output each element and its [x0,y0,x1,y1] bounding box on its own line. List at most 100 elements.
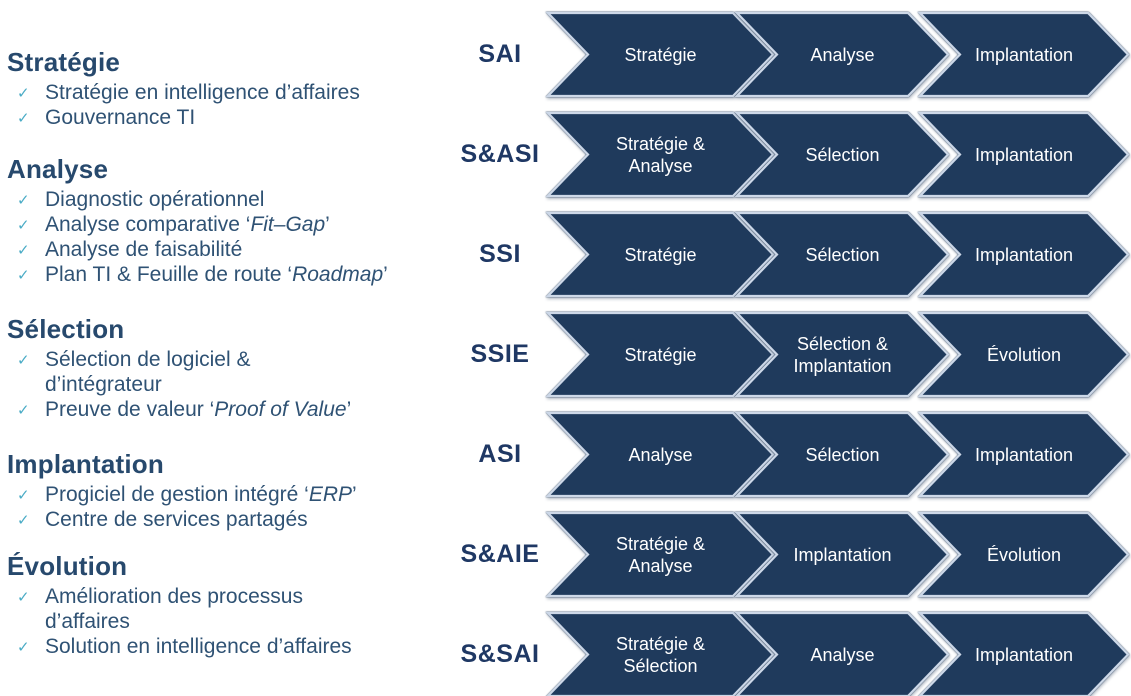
category-title: Évolution [7,551,128,581]
chevron-shape [734,511,950,598]
service-category: Sélection✓Sélection de logiciel &d’intég… [7,315,439,422]
item-text-segment: ’ [352,483,357,506]
arrow-label-line: Évolution [986,344,1062,365]
arrow-label: Sélection &Implantation [737,313,948,396]
service-item-line: Preuve de valeur ‘Proof of Value’ [45,397,439,422]
arrow-label-line: Implantation [793,355,892,376]
arrow-label: Sélection [737,113,948,196]
item-text-segment: Progiciel de gestion intégré ‘ [45,483,309,506]
item-text-segment: ’ [346,398,352,421]
chevron-shape [917,111,1130,198]
service-item: ✓Preuve de valeur ‘Proof of Value’ [7,397,439,422]
process-arrow: Analyse [734,11,950,98]
arrow-label: Stratégie &Sélection [548,613,773,696]
check-icon: ✓ [17,487,30,504]
service-item: ✓ Plan TI & Feuille de route ‘Roadmap’ [7,262,439,287]
arrow-label-line: Évolution [986,544,1062,565]
arrow-label-line: Stratégie & [615,633,706,654]
check-icon: ✓ [17,639,30,656]
service-item-text: Stratégie en intelligence d’affaires [45,80,439,105]
service-item-line: Analyse de faisabilité [45,237,439,262]
process-arrow: Sélection [734,411,950,498]
italic-term: Roadmap [292,263,384,286]
service-item: ✓ Analyse de faisabilité [7,237,439,262]
item-text-segment: Analyse comparative ‘ [45,213,251,236]
arrow-label-line: Stratégie & [615,133,706,154]
service-item-text: Diagnostic opérationnel [45,187,439,212]
service-item: ✓ Solution en intelligence d’affaires [7,634,439,659]
process-arrow: Implantation [917,11,1130,98]
item-text-segment: Solution en intelligence d’affaires [45,635,352,658]
chevron-shape [734,11,950,98]
service-item-text: Progiciel de gestion intégré ‘ERP’ [45,482,439,507]
service-item-text: Plan TI & Feuille de route ‘Roadmap’ [45,262,439,287]
service-item-text: Analyse comparative ‘Fit–Gap’ [45,212,439,237]
arrow-label-line: Analyse [628,444,693,465]
service-item-list: ✓Stratégie en intelligence d’affaires✓Go… [7,80,439,130]
chevron-shape [545,611,775,696]
chevron-shape [917,511,1130,598]
service-item-line: Solution en intelligence d’affaires [45,634,439,659]
service-item-text: Preuve de valeur ‘Proof of Value’ [45,397,439,422]
service-item-text: Gouvernance TI [45,105,439,130]
check-icon: ✓ [17,242,30,259]
arrow-label-line: Analyse [810,44,875,65]
chevron-shape [545,211,775,298]
arrow-label: Analyse [548,413,773,496]
item-text-segment: d’intégrateur [45,373,162,396]
process-arrow: Stratégie [545,311,775,398]
chevron-shape [917,411,1130,498]
arrow-label-line: Implantation [974,444,1074,465]
service-item-list: ✓ Progiciel de gestion intégré ‘ERP’✓ Cent… [7,482,439,532]
service-item-line: Analyse comparative ‘Fit–Gap’ [45,212,439,237]
arrow-label: Analyse [737,13,948,96]
arrow-label: Évolution [920,513,1128,596]
item-text-segment: Stratégie en intelligence d’affaires [45,81,360,104]
item-text-segment: Sélection de logiciel & [45,348,251,371]
category-title: Sélection [7,314,125,344]
service-item: ✓Stratégie en intelligence d’affaires [7,80,439,105]
service-item: ✓Sélection de logiciel &d’intégrateur [7,347,439,397]
service-item-line: Progiciel de gestion intégré ‘ERP’ [45,482,439,507]
arrow-label: Implantation [920,13,1128,96]
process-arrow: Implantation [917,111,1130,198]
arrow-label-line: Sélection [805,444,880,465]
service-item-line: d’intégrateur [45,372,439,397]
service-item-line: Amélioration des processus [45,584,439,609]
service-item-text: Sélection de logiciel &d’intégrateur [45,347,439,397]
service-item-line: Gouvernance TI [45,105,439,130]
process-arrow: Implantation [917,611,1130,696]
process-arrow: Implantation [734,511,950,598]
service-item: ✓Gouvernance TI [7,105,439,130]
arrow-label-line: Implantation [974,244,1074,265]
check-icon: ✓ [17,267,30,284]
arrow-label-line: Stratégie [624,344,697,365]
arrow-label: Sélection [737,413,948,496]
arrow-label-line: Stratégie [624,44,697,65]
scenario-code: S&SAI [460,640,540,668]
arrow-label: Implantation [737,513,948,596]
arrow-label-line: Sélection [805,144,880,165]
service-item-text: Centre de services partagés [45,507,439,532]
category-title: Analyse [7,154,109,184]
chevron-shape [545,11,775,98]
chevron-shape [734,211,950,298]
service-item: ✓ Progiciel de gestion intégré ‘ERP’ [7,482,439,507]
arrow-label-line: Sélection [623,655,698,676]
item-text-segment: ’ [383,263,388,286]
arrow-label-line: Analyse [628,155,693,176]
italic-term: ERP [308,483,353,506]
chevron-shape [734,111,950,198]
arrow-label: Stratégie [548,313,773,396]
scenario-code: SSI [479,240,521,268]
process-arrow: Sélection [734,111,950,198]
service-item-line: Plan TI & Feuille de route ‘Roadmap’ [45,262,439,287]
